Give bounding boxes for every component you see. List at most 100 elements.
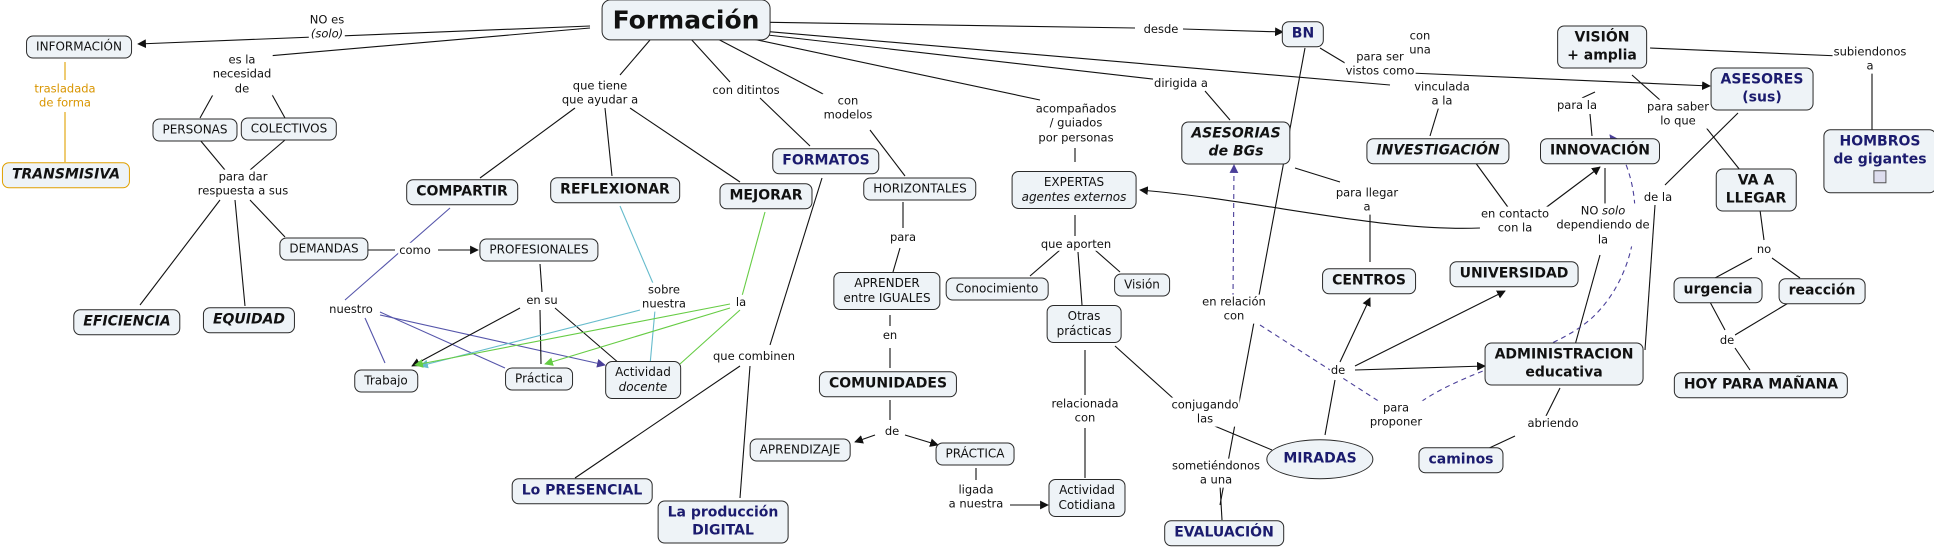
concept-label: VA A [1737, 172, 1775, 189]
concept-comunidades[interactable]: COMUNIDADES [818, 371, 958, 397]
concept-urgencia[interactable]: urgencia [1673, 277, 1763, 303]
link-no-es: NO es(solo) [308, 12, 346, 42]
concept-label: ASESORES [1720, 71, 1804, 88]
concept-centros[interactable]: CENTROS [1322, 268, 1416, 294]
concept-label: Actividad [615, 365, 671, 379]
link-de-miradas: de [1329, 362, 1347, 378]
concept-label: MIRADAS [1283, 450, 1357, 467]
concept-label: DIGITAL [692, 522, 754, 538]
concept-caminos[interactable]: caminos [1418, 447, 1504, 473]
concept-personas[interactable]: PERSONAS [152, 118, 238, 142]
concept-informacion[interactable]: INFORMACIÓN [26, 35, 132, 59]
concept-label: PERSONAS [162, 122, 228, 137]
concept-label: Conocimiento [955, 281, 1039, 296]
concept-label: prácticas [1056, 324, 1112, 338]
concept-hoy-para-manana[interactable]: HOY PARA MAÑANA [1673, 372, 1849, 398]
concept-colectivos[interactable]: COLECTIVOS [240, 117, 338, 141]
concept-compartir[interactable]: COMPARTIR [406, 179, 518, 205]
concept-innovacion[interactable]: INNOVACIÓN [1540, 138, 1660, 164]
concept-label: EXPERTAS [1043, 175, 1105, 189]
concept-label: Formación [612, 5, 760, 35]
concept-label: REFLEXIONAR [560, 181, 670, 198]
concept-label: urgencia [1683, 281, 1753, 298]
concept-label: APRENDER [854, 276, 920, 290]
concept-asesores[interactable]: ASESORES(sus) [1710, 67, 1814, 111]
concept-practica[interactable]: Práctica [505, 367, 573, 391]
concept-label: Actividad [1059, 483, 1115, 497]
concept-label: ASESORIAS [1191, 125, 1281, 142]
concept-eficiencia[interactable]: EFICIENCIA [73, 309, 181, 335]
link-para-la: para la [1555, 97, 1599, 113]
concept-profesionales[interactable]: PROFESIONALES [479, 238, 599, 262]
concept-label: FORMATOS [782, 152, 870, 169]
link-de-la: de la [1642, 189, 1674, 205]
concept-transmisiva[interactable]: TRANSMISIVA [1, 162, 131, 188]
concept-label: DEMANDAS [289, 241, 359, 256]
concept-reaccion[interactable]: reacción [1778, 278, 1866, 304]
link-en: en [881, 327, 899, 343]
concept-evaluacion[interactable]: EVALUACIÓN [1164, 520, 1284, 546]
concept-label: + amplia [1567, 47, 1637, 63]
concept-miradas[interactable]: MIRADAS [1266, 439, 1374, 479]
concept-practica-caps[interactable]: PRÁCTICA [935, 442, 1015, 466]
resource-icon[interactable] [1873, 170, 1887, 184]
concept-horizontales[interactable]: HORIZONTALES [863, 177, 977, 201]
concept-label: UNIVERSIDAD [1459, 265, 1569, 282]
concept-label: EQUIDAD [212, 311, 286, 328]
concept-label: educativa [1525, 364, 1603, 380]
concept-lo-presencial[interactable]: Lo PRESENCIAL [511, 478, 653, 504]
concept-vision-amplia[interactable]: VISIÓN+ amplia [1557, 25, 1647, 69]
concept-formacion[interactable]: Formación [601, 0, 771, 41]
link-abriendo: abriendo [1526, 415, 1580, 431]
concept-trabajo[interactable]: Trabajo [354, 369, 418, 393]
link-como: como [398, 242, 432, 258]
concept-equidad[interactable]: EQUIDAD [202, 307, 296, 333]
concept-demandas[interactable]: DEMANDAS [279, 237, 369, 261]
concept-label: INFORMACIÓN [36, 39, 122, 54]
concept-bn[interactable]: BN [1281, 21, 1325, 47]
concept-label: (sus) [1742, 89, 1782, 105]
concept-label: TRANSMISIVA [11, 166, 121, 183]
concept-formatos[interactable]: FORMATOS [772, 148, 880, 174]
concept-mejorar[interactable]: MEJORAR [719, 183, 813, 209]
link-desde: desde [1142, 21, 1180, 37]
link-no: no [1755, 241, 1773, 257]
concept-reflexionar[interactable]: REFLEXIONAR [550, 177, 680, 203]
concept-label: Cotidiana [1058, 498, 1116, 512]
concept-label: Lo PRESENCIAL [521, 482, 643, 499]
concept-aprendizaje[interactable]: APRENDIZAJE [749, 438, 851, 462]
link-para: para [888, 229, 918, 245]
concept-label: entre IGUALES [843, 291, 931, 305]
concept-label: Trabajo [364, 373, 408, 388]
concept-label: Visión [1124, 277, 1160, 292]
concept-conocimiento[interactable]: Conocimiento [945, 277, 1049, 301]
concept-label: HOMBROS [1839, 133, 1921, 150]
concept-label: BN [1291, 25, 1315, 42]
concept-label: agentes externos [1021, 190, 1127, 204]
concept-universidad[interactable]: UNIVERSIDAD [1449, 261, 1579, 287]
concept-label: HOY PARA MAÑANA [1683, 376, 1839, 393]
link-de-hoy: de [1718, 332, 1736, 348]
concept-investigacion[interactable]: INVESTIGACIÓN [1366, 138, 1510, 164]
concept-vision[interactable]: Visión [1114, 273, 1170, 297]
